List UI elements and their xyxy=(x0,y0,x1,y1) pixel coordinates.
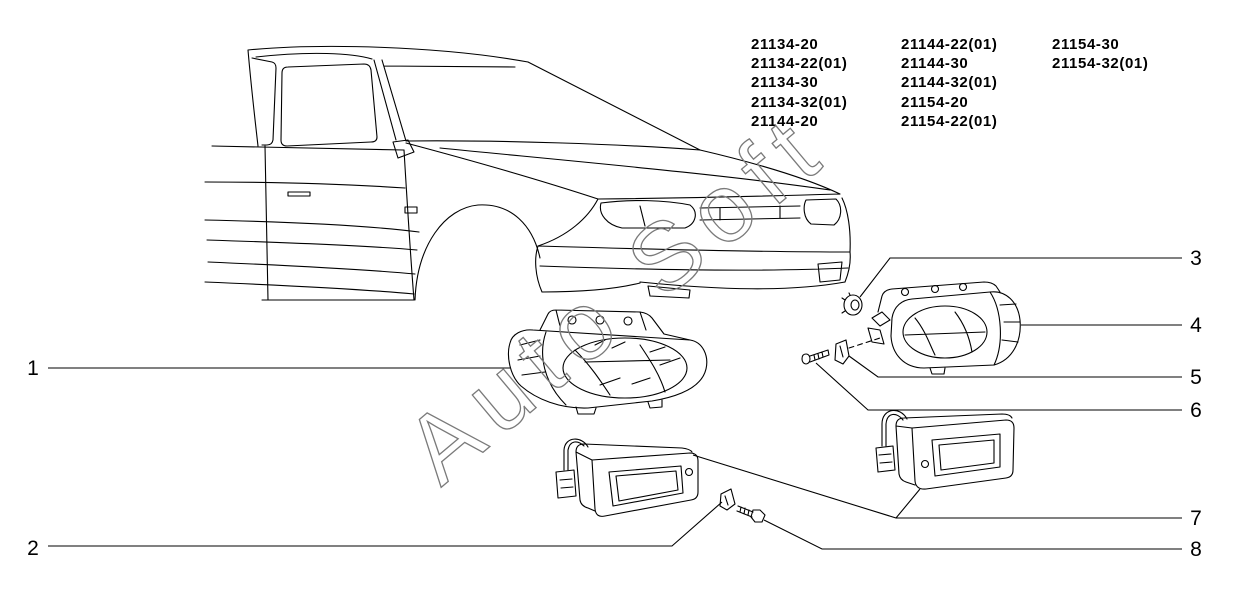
model-code: 21144-20 xyxy=(751,113,818,130)
watermark: Auto Soft xyxy=(386,100,838,503)
model-code: 21144-22(01) xyxy=(901,36,997,53)
car-headlamps xyxy=(599,198,842,229)
grommet xyxy=(841,292,863,316)
model-code: 21144-30 xyxy=(901,55,968,72)
leader-line-7 xyxy=(692,454,1182,519)
callout-3[interactable]: 3 xyxy=(1190,247,1202,270)
leader-line-5 xyxy=(848,355,1182,378)
headlight-left-screw xyxy=(567,315,577,325)
headlight-left-tabs xyxy=(575,399,663,415)
fog-light-screw xyxy=(736,505,766,523)
car-wheel-arch xyxy=(414,204,541,301)
headlight-right-screw xyxy=(958,282,968,292)
car-outline xyxy=(204,45,851,301)
headlight-left-corner-lamp xyxy=(517,331,567,406)
model-code-list: 21134-20 21134-22(01) 21134-30 21134-32(… xyxy=(751,36,1148,130)
model-code: 21154-20 xyxy=(901,94,968,111)
model-code: 21154-30 xyxy=(1052,36,1119,53)
fog-light-left-screw xyxy=(684,467,694,477)
car-mirror xyxy=(392,139,415,159)
car-side-windows xyxy=(251,57,378,147)
headlight-left-reflector-detail xyxy=(574,339,681,396)
car-body-side-lines xyxy=(204,145,420,301)
fog-light-left-wire xyxy=(563,438,589,471)
leader-line-6 xyxy=(815,362,1182,411)
headlight-screw xyxy=(801,349,830,365)
fog-light-right-wire xyxy=(881,410,908,447)
callout-1[interactable]: 1 xyxy=(27,357,39,380)
fog-light-left-housing xyxy=(575,443,693,512)
fog-light-right-housing xyxy=(895,413,1013,486)
fog-light-right-screw xyxy=(920,459,930,469)
leader-line-8 xyxy=(763,519,1182,550)
fog-light-right-connector xyxy=(875,445,896,473)
model-code: 21154-22(01) xyxy=(901,113,997,130)
model-code: 21134-32(01) xyxy=(751,94,847,111)
headlight-right-housing xyxy=(877,281,1001,313)
model-code: 21134-22(01) xyxy=(751,55,847,72)
headlight-right-corner-lamp xyxy=(989,291,1021,366)
headlight-left-screw xyxy=(623,316,633,326)
callout-8[interactable]: 8 xyxy=(1190,538,1202,561)
fog-light-left-lens xyxy=(608,465,684,507)
model-code: 21134-20 xyxy=(751,36,818,53)
leader-line-2 xyxy=(48,501,723,547)
callout-4[interactable]: 4 xyxy=(1190,314,1202,337)
headlight-right-lens xyxy=(890,291,1021,369)
headlight-left-reflector xyxy=(562,337,688,399)
model-code: 21144-32(01) xyxy=(901,74,997,91)
headlight-left-lens xyxy=(507,329,708,409)
leader-line-3 xyxy=(859,257,1182,298)
fog-light-left-frame xyxy=(591,452,699,517)
callout-7[interactable]: 7 xyxy=(1190,507,1202,530)
headlight-bracket xyxy=(834,339,850,365)
headlight-right xyxy=(867,281,1021,375)
callout-2[interactable]: 2 xyxy=(27,537,39,560)
headlight-right-screw xyxy=(900,287,910,297)
headlight-left-housing xyxy=(539,309,691,341)
grommet-ribs xyxy=(841,292,851,314)
car-door-seams xyxy=(264,145,418,301)
car-hood xyxy=(405,142,841,200)
grommet-outer xyxy=(843,294,863,316)
car-bumper xyxy=(535,245,851,299)
fog-light-left xyxy=(555,438,699,517)
headlight-right-screw xyxy=(930,284,940,294)
car-roof xyxy=(247,45,529,147)
fog-light-bracket xyxy=(719,488,736,511)
headlight-right-reflector-detail xyxy=(904,311,986,356)
headlight-left xyxy=(507,309,708,415)
model-code: 21134-30 xyxy=(751,74,818,91)
car-fender xyxy=(537,197,851,253)
headlight-right-reflector xyxy=(902,305,988,359)
headlight-right-tab xyxy=(929,367,946,375)
fog-light-right-frame xyxy=(911,419,1015,490)
car-windshield xyxy=(373,59,701,151)
car-grille xyxy=(699,205,801,221)
callout-6[interactable]: 6 xyxy=(1190,399,1202,422)
assembly-guide-line xyxy=(848,337,881,349)
model-code: 21154-32(01) xyxy=(1052,55,1148,72)
fog-light-left-connector xyxy=(555,469,577,499)
fog-light-right-lens xyxy=(931,433,1001,477)
headlight-right-adjusters xyxy=(867,311,891,345)
headlight-left-screw xyxy=(595,315,605,325)
callout-5[interactable]: 5 xyxy=(1190,366,1202,389)
fog-light-right xyxy=(875,410,1015,490)
grommet-inner xyxy=(850,299,860,311)
